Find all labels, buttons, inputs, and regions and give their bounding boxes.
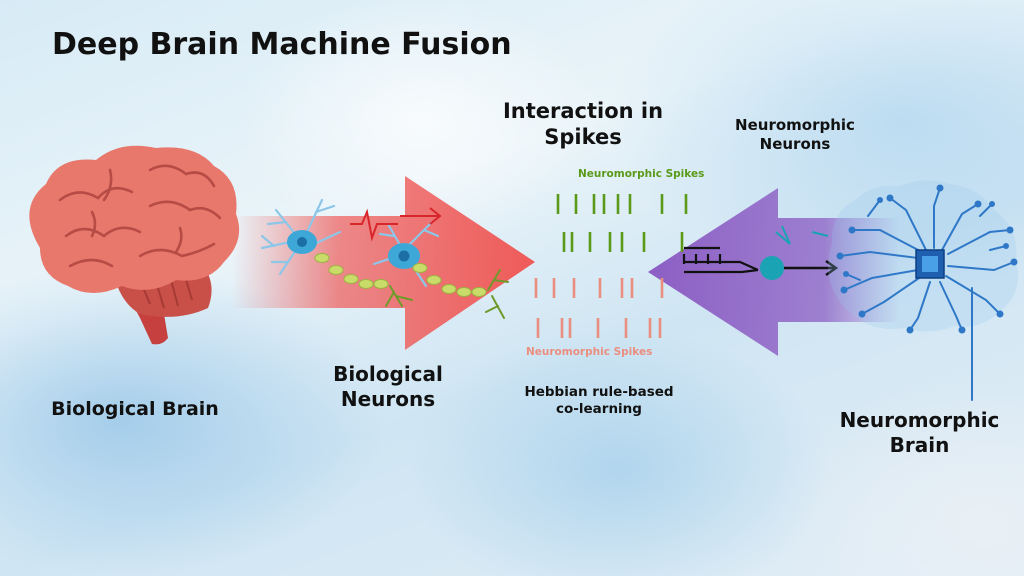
- brain-icon: [29, 145, 240, 345]
- chip-icon: [915, 249, 945, 279]
- page-title: Deep Brain Machine Fusion: [52, 27, 512, 62]
- label-hebbian-co-learning: Hebbian rule-based co-learning: [524, 384, 674, 417]
- green-spike-train: [556, 194, 688, 252]
- label-biological-brain: Biological Brain: [51, 398, 219, 420]
- circuit-brain-icon: [828, 180, 1018, 401]
- label-neuromorphic-spikes-top: Neuromorphic Spikes: [578, 168, 705, 180]
- neuromorphic-neuron-icon: [682, 225, 839, 280]
- red-arrow: [232, 176, 535, 350]
- pink-spike-train: [534, 278, 664, 338]
- label-biological-neurons: Biological Neurons: [333, 362, 443, 411]
- label-interaction-in-spikes: Interaction in Spikes: [502, 99, 664, 150]
- label-neuromorphic-brain: Neuromorphic Brain: [839, 408, 1000, 457]
- label-neuromorphic-spikes-bottom: Neuromorphic Spikes: [526, 346, 653, 358]
- neuron-icon: [260, 198, 509, 319]
- label-neuromorphic-neurons: Neuromorphic Neurons: [735, 116, 855, 153]
